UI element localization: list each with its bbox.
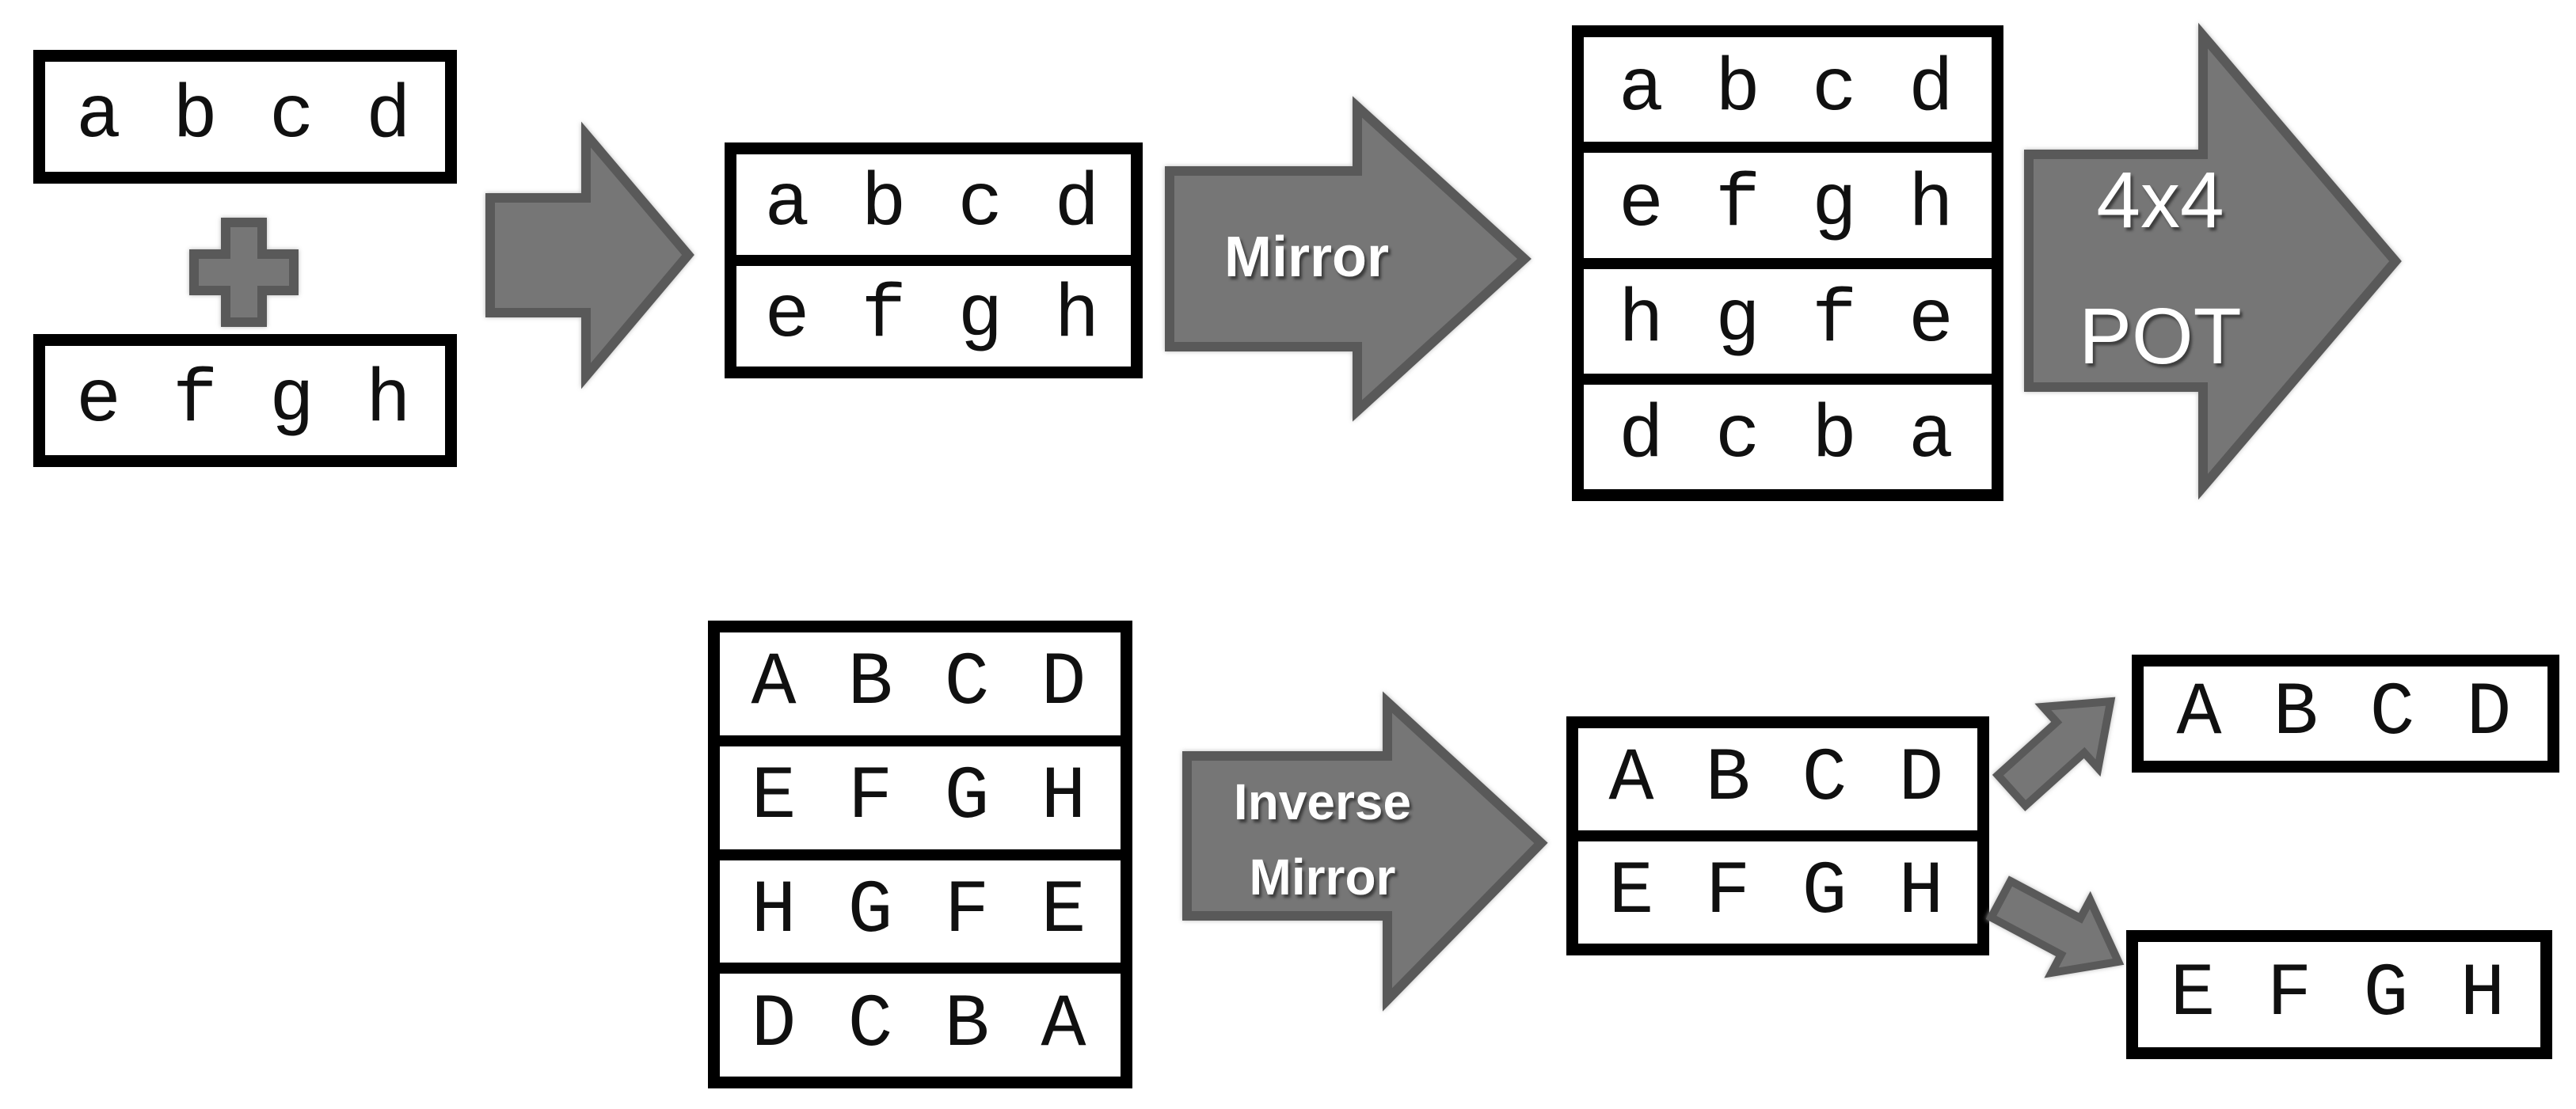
pot-arrow-label-line1: 4x4 xyxy=(2096,156,2224,245)
demirrored-matrix-row: E F G H xyxy=(1578,841,1977,944)
inverse-mirror-arrow: Inverse Mirror xyxy=(1182,691,1548,1012)
mirrored-matrix-row: a b c d xyxy=(1584,37,1992,142)
transform-matrix: A B C D E F G H H G F E D C B A xyxy=(708,621,1132,1088)
transform-matrix-row: A B C D xyxy=(720,632,1121,735)
source-box-efgh: e f g h xyxy=(33,334,457,467)
combined-row-1-text: a b c d xyxy=(764,161,1103,247)
source-box-abcd: a b c d xyxy=(33,50,457,184)
mirrored-matrix: a b c d e f g h h g f e d c b a xyxy=(1572,25,2003,501)
plus-icon xyxy=(189,218,299,327)
mirrored-matrix-row: e f g h xyxy=(1584,153,1992,258)
combined-row-2-text: e f g h xyxy=(764,273,1103,359)
demirrored-row-2-text: E F G H xyxy=(1608,849,1947,935)
mirrored-matrix-row: d c b a xyxy=(1584,384,1992,489)
transform-row-1-text: A B C D xyxy=(751,640,1090,727)
inverse-mirror-arrow-icon xyxy=(1182,691,1548,1012)
mirror-arrow: Mirror xyxy=(1165,96,1532,422)
pot-arrow-icon xyxy=(2024,22,2402,500)
inverse-mirror-label-line1: Inverse xyxy=(1233,773,1412,830)
merge-arrow-icon xyxy=(485,121,694,389)
output-box-efgh-text: E F G H xyxy=(2170,951,2509,1037)
source-box-abcd-text: a b c d xyxy=(75,74,415,159)
mirrored-row-1-text: a b c d xyxy=(1618,46,1958,132)
output-box-abcd: A B C D xyxy=(2132,655,2559,773)
pot-arrow-label-line2: POT xyxy=(2079,292,2242,381)
pot-arrow: 4x4 POT xyxy=(2024,22,2402,500)
output-box-efgh: E F G H xyxy=(2126,930,2552,1059)
mirrored-row-4-text: d c b a xyxy=(1618,393,1958,480)
demirrored-matrix-row: A B C D xyxy=(1578,728,1977,830)
transform-row-3-text: H G F E xyxy=(751,868,1090,954)
demirrored-matrix: A B C D E F G H xyxy=(1566,716,1989,955)
output-box-abcd-text: A B C D xyxy=(2176,670,2515,756)
mirror-arrow-label: Mirror xyxy=(1223,226,1390,289)
arrow-up-right-icon xyxy=(1992,697,2116,811)
source-box-efgh-text: e f g h xyxy=(75,357,415,443)
mirrored-row-2-text: e f g h xyxy=(1618,161,1958,248)
transform-matrix-row: E F G H xyxy=(720,746,1121,849)
combined-matrix: a b c d e f g h xyxy=(725,142,1143,378)
transform-row-4-text: D C B A xyxy=(751,982,1090,1068)
mirror-arrow-icon xyxy=(1165,96,1532,422)
combined-matrix-row: a b c d xyxy=(736,154,1131,255)
inverse-mirror-label-line2: Mirror xyxy=(1249,849,1396,906)
mirrored-row-3-text: h g f e xyxy=(1618,278,1958,364)
transform-matrix-row: D C B A xyxy=(720,974,1121,1077)
transform-matrix-row: H G F E xyxy=(720,860,1121,963)
transform-row-2-text: E F G H xyxy=(751,754,1090,841)
combined-matrix-row: e f g h xyxy=(736,266,1131,367)
arrow-down-right-icon xyxy=(1985,875,2125,978)
mirrored-matrix-row: h g f e xyxy=(1584,268,1992,374)
demirrored-row-1-text: A B C D xyxy=(1608,736,1947,822)
